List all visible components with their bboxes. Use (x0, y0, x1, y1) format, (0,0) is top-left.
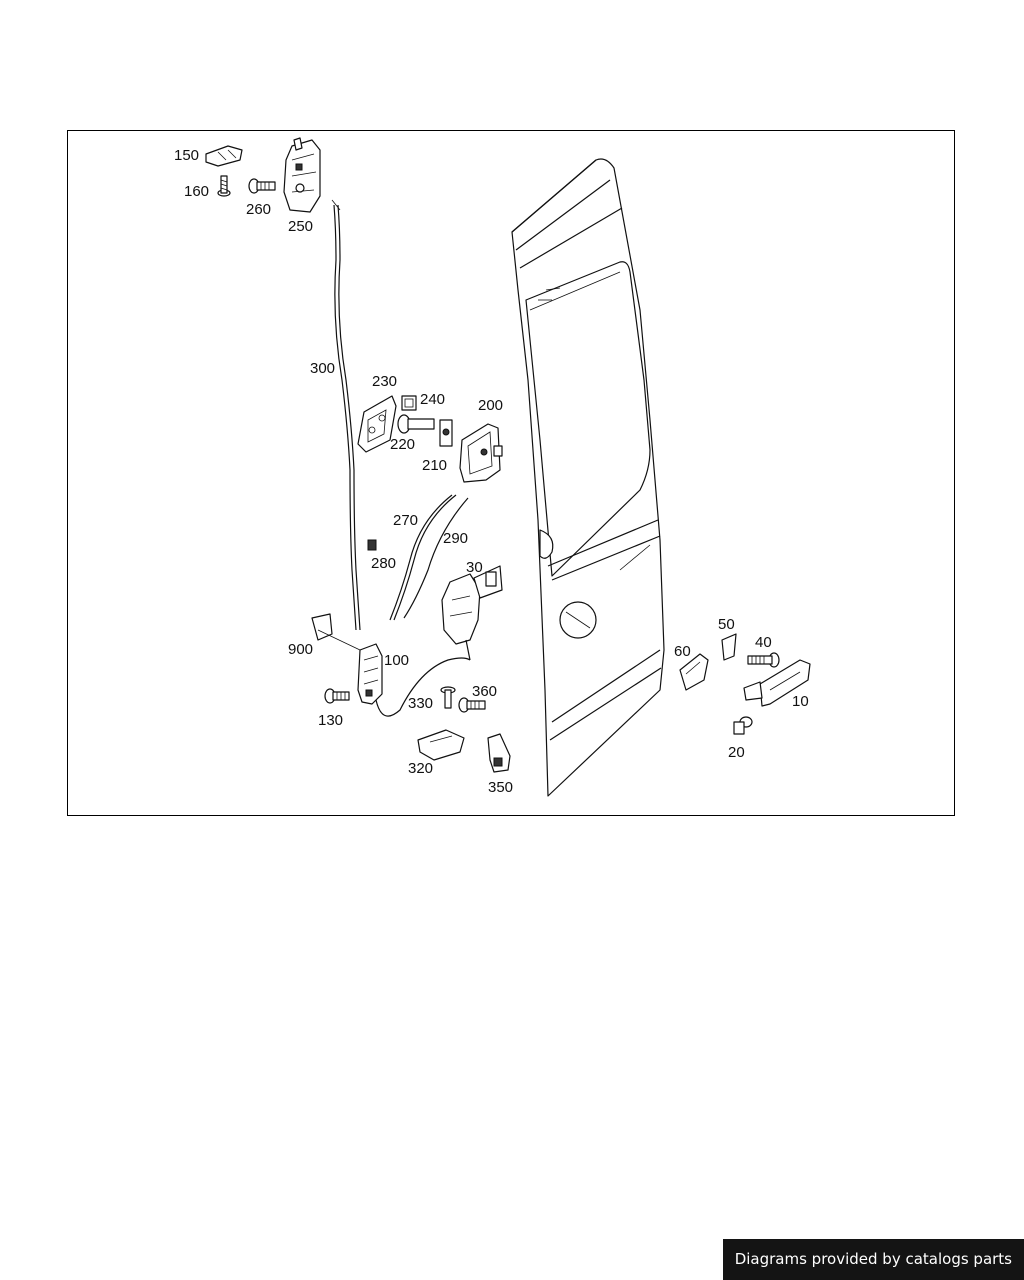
gasket-60 (679, 653, 709, 691)
callout-250: 250 (288, 218, 313, 235)
screw-130 (324, 688, 350, 704)
callout-50: 50 (718, 616, 735, 633)
lock-100 (357, 643, 383, 705)
callout-260: 260 (246, 201, 271, 218)
screw-20 (733, 716, 753, 735)
diagram-frame (67, 130, 955, 816)
bolt-330 (440, 686, 456, 709)
callout-150: 150 (174, 147, 199, 164)
callout-100: 100 (384, 652, 409, 669)
cable-270 (389, 494, 457, 621)
leader-900 (317, 629, 361, 651)
cable-lock-link (375, 657, 471, 717)
callout-280: 280 (371, 555, 396, 572)
upper-lock-250 (283, 137, 321, 213)
screw-360 (458, 697, 486, 713)
cable-300 (331, 199, 361, 631)
tag-900 (311, 613, 333, 641)
pin-220 (397, 414, 435, 434)
handle-mechanism-30 (441, 565, 503, 661)
striker-320 (417, 729, 465, 761)
callout-10: 10 (792, 693, 809, 710)
callout-330: 330 (408, 695, 433, 712)
outer-handle-10 (743, 659, 811, 707)
footer-credit: Diagrams provided by catalogs parts (722, 1239, 1024, 1280)
callout-40: 40 (755, 634, 772, 651)
callout-360: 360 (472, 683, 497, 700)
callout-300: 300 (310, 360, 335, 377)
callout-900: 900 (288, 641, 313, 658)
callout-200: 200 (478, 397, 503, 414)
callout-60: 60 (674, 643, 691, 660)
bracket-350 (487, 733, 511, 773)
cap-50 (721, 633, 737, 661)
callout-210: 210 (422, 457, 447, 474)
callout-labels: 150 160 260 250 300 230 240 220 210 200 … (174, 147, 809, 796)
callout-320: 320 (408, 760, 433, 777)
clip-240 (401, 395, 417, 411)
plate-230 (357, 395, 397, 453)
clip-280 (367, 539, 377, 551)
callout-350: 350 (488, 779, 513, 796)
callout-30: 30 (466, 559, 483, 576)
callout-270: 270 (393, 512, 418, 529)
callout-230: 230 (372, 373, 397, 390)
bracket-150 (205, 145, 243, 167)
callout-220: 220 (390, 436, 415, 453)
latch-200 (459, 423, 503, 483)
screw-260 (248, 178, 276, 194)
callout-240: 240 (420, 391, 445, 408)
rear-door-panel (511, 158, 665, 797)
cable-290 (403, 497, 469, 619)
bolt-160 (217, 175, 231, 197)
screw-40 (747, 652, 780, 668)
callout-20: 20 (728, 744, 745, 761)
clip-210 (439, 419, 453, 447)
callout-160: 160 (184, 183, 209, 200)
callout-290: 290 (443, 530, 468, 547)
callout-130: 130 (318, 712, 343, 729)
